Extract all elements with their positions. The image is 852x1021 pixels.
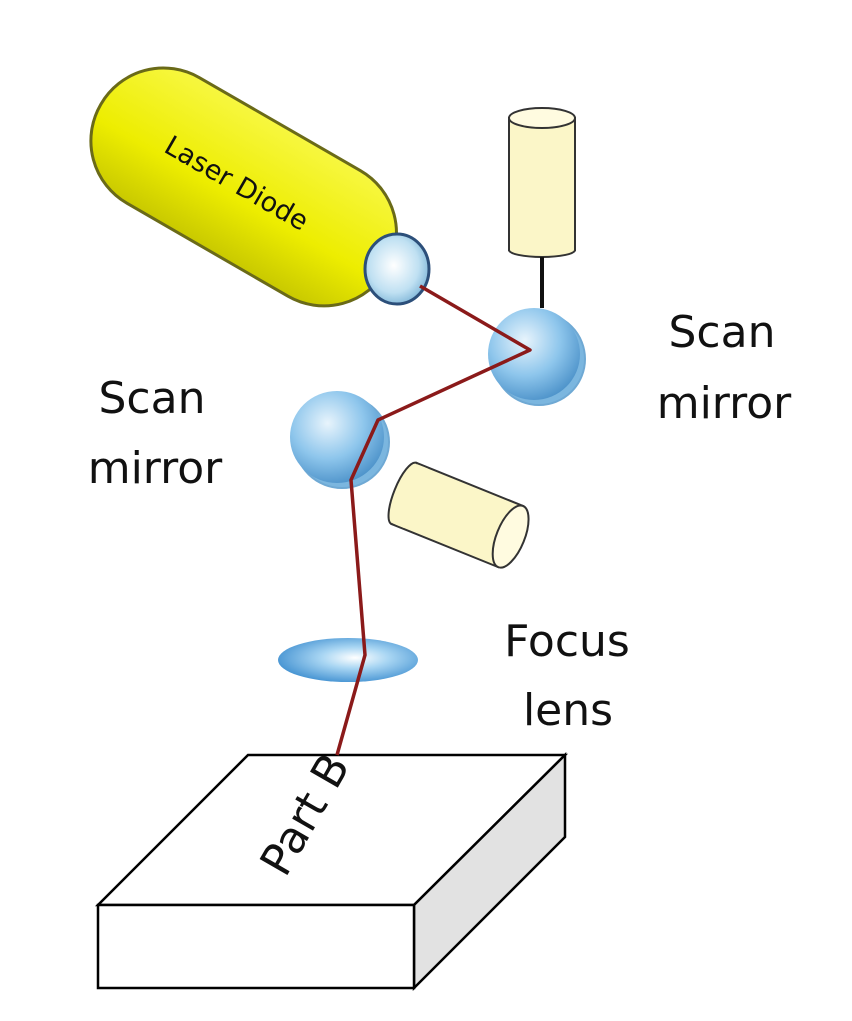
scan-mirror-left-label: Scan mirror [88,373,223,494]
part-front-face [96,903,416,990]
svg-text:mirror: mirror [657,378,792,429]
focus-lens-label: Focus lens [504,616,630,736]
upper-scan-motor [508,107,576,308]
lower-scan-motor [387,461,530,569]
svg-text:Scan: Scan [669,307,776,358]
svg-text:lens: lens [523,685,613,736]
svg-text:mirror: mirror [88,443,223,494]
part-box [94,751,569,992]
svg-text:Focus: Focus [504,616,630,667]
scan-mirror-right-label: Scan mirror [657,307,792,429]
right-scan-mirror [488,308,586,406]
left-scan-mirror [290,391,390,489]
laser-diode: Laser Diode [89,66,431,308]
svg-text:Scan: Scan [99,373,206,424]
focus-lens [278,638,418,682]
laser-aperture [363,232,431,306]
laser-beam [335,284,532,756]
